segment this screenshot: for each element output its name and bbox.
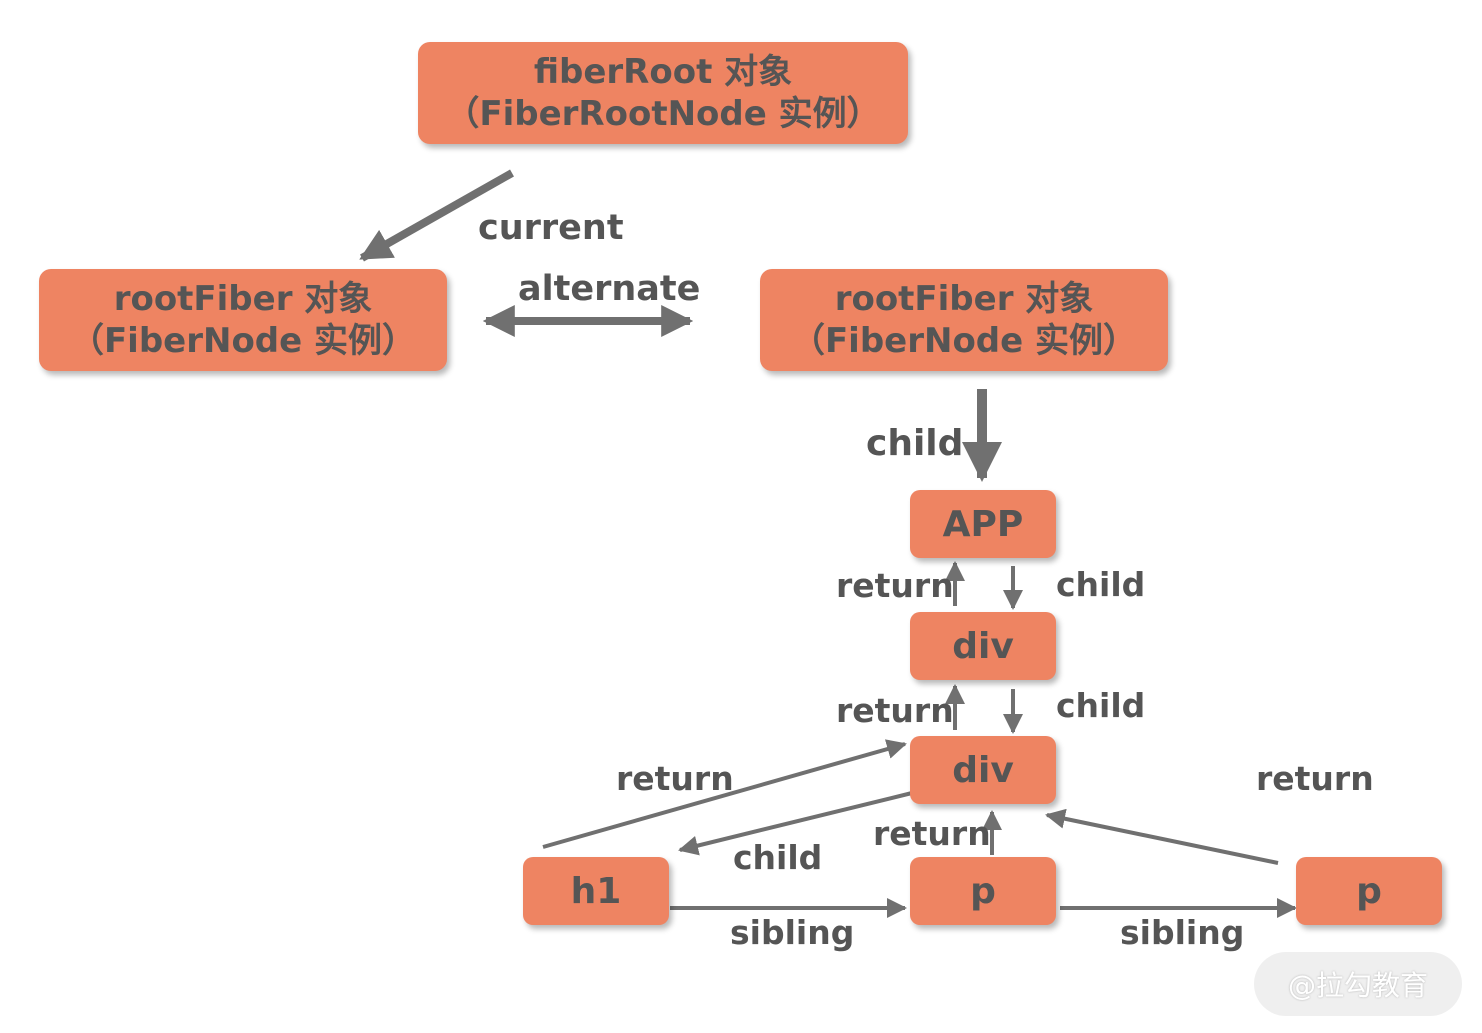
fiber-root-title: fiberRoot 对象 (533, 51, 793, 92)
current-arrow (359, 169, 514, 262)
alternate-label: alternate (518, 269, 701, 309)
root-child-label: child (866, 423, 964, 464)
fiber-root-node: fiberRoot 对象 （FiberRootNode 实例） (418, 42, 908, 144)
root-fiber-alternate-node: rootFiber 对象 （FiberNode 实例） (760, 269, 1168, 371)
root-fiber-current-node: rootFiber 对象 （FiberNode 实例） (39, 269, 447, 371)
p2-return-arrow (1045, 808, 1279, 865)
root-fiber-alternate-subtitle: （FiberNode 实例） (790, 321, 1138, 361)
root-fiber-current-title: rootFiber 对象 (113, 278, 373, 319)
sibling-label-1: sibling (730, 913, 855, 952)
h1-child-arrow (678, 790, 917, 856)
div-child-label: child (1056, 686, 1146, 725)
div-inner-node: div (910, 736, 1056, 804)
p-second-node: p (1296, 857, 1442, 925)
div-outer-node: div (910, 612, 1056, 680)
p-first-node: p (910, 857, 1056, 925)
h1-child-label: child (733, 838, 823, 877)
h1-return-label: return (616, 759, 734, 798)
p2-return-label: return (1256, 759, 1374, 798)
h1-return-arrow (542, 739, 907, 849)
sibling-label-2: sibling (1120, 913, 1245, 952)
fiber-root-subtitle: （FiberRootNode 实例） (445, 94, 881, 134)
h1-node: h1 (523, 857, 669, 925)
app-child-label: child (1056, 565, 1146, 604)
root-fiber-current-subtitle: （FiberNode 实例） (69, 321, 417, 361)
current-label: current (478, 208, 624, 248)
div-return-label: return (836, 691, 954, 730)
app-return-label: return (836, 566, 954, 605)
app-node: APP (910, 490, 1056, 558)
root-fiber-alternate-title: rootFiber 对象 (834, 278, 1094, 319)
watermark: @拉勾教育 (1254, 952, 1462, 1016)
p-return-label: return (873, 814, 991, 853)
